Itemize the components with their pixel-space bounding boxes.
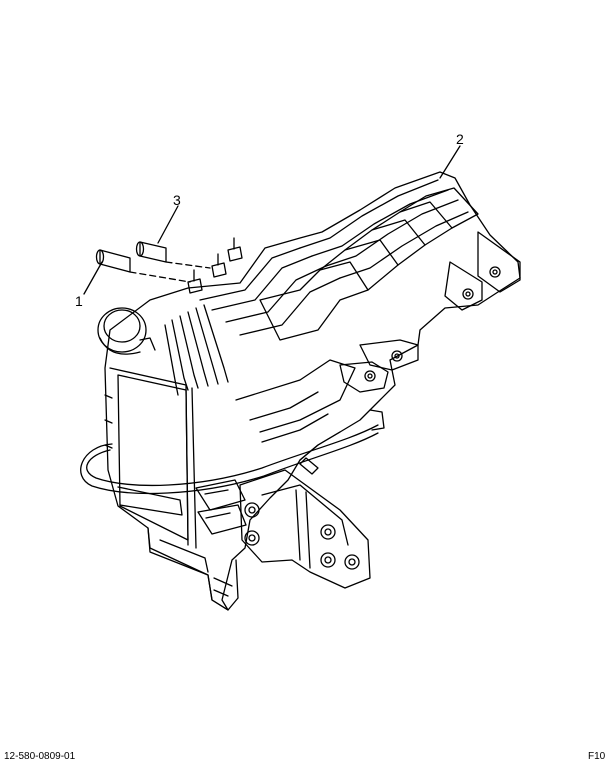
drawing-code: 12-580-0809-01 <box>4 751 76 762</box>
callout-3: 3 <box>173 192 181 208</box>
mounting-bracket <box>239 469 371 589</box>
callout-1: 1 <box>75 293 83 309</box>
filler-cap-icon <box>97 307 156 355</box>
sleeve-part-3-icon <box>135 241 211 269</box>
reservoir-tank <box>104 171 521 611</box>
sleeve-part-1-icon <box>95 249 191 283</box>
callout-2: 2 <box>456 131 464 147</box>
figure-code: F10 <box>588 751 606 762</box>
mounting-studs <box>187 237 243 294</box>
leader-lines <box>83 145 461 295</box>
coolant-hose <box>80 409 385 495</box>
